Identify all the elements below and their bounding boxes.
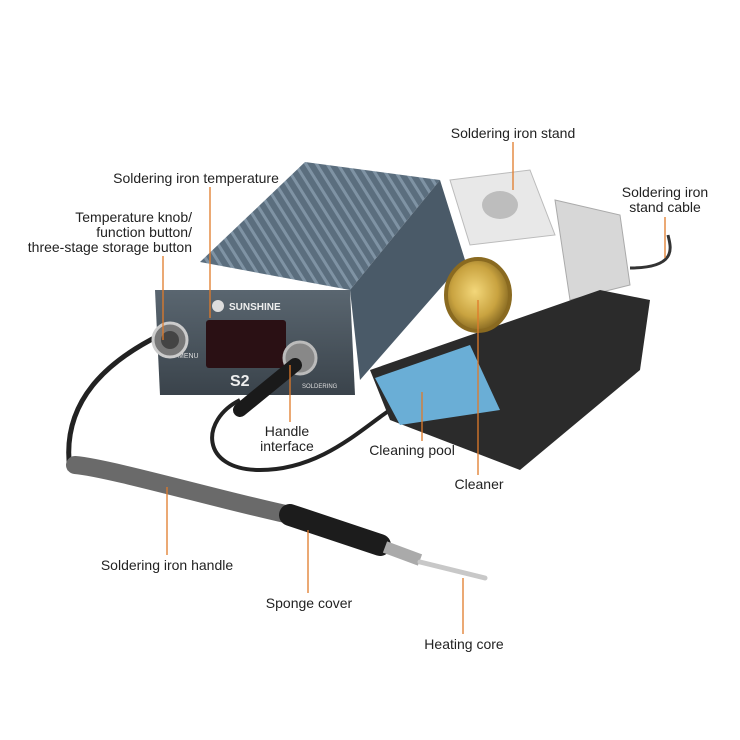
stand-base [370, 290, 650, 470]
station-side [350, 180, 465, 380]
stand-bracket [554, 199, 631, 301]
display-screen [206, 320, 286, 368]
model-label: S2 [230, 373, 250, 390]
port-label: SOLDERING [302, 384, 338, 390]
label-cleaner: Cleaner [454, 476, 504, 492]
knob-label: MENU [178, 353, 199, 360]
label-handle: Soldering iron handle [100, 557, 234, 573]
label-temperature: Soldering iron temperature [113, 170, 279, 186]
cleaning-cable [210, 398, 392, 473]
label-cleaning-pool: Cleaning pool [369, 442, 455, 458]
label-heating-core: Heating core [424, 636, 504, 652]
heating-tip [417, 559, 488, 581]
label-stand-cable-line2: stand cable [629, 199, 701, 215]
iron-collar [382, 541, 423, 566]
label-knob-line3: three-stage storage button [27, 239, 192, 255]
station-top-fins [200, 162, 440, 290]
label-knob-line2: function button/ [96, 224, 192, 240]
cleaning-sponge [375, 345, 500, 425]
label-handle-interface-line1: Handle [264, 423, 310, 439]
brand-logo: SUNSHINE [229, 302, 281, 313]
label-handle-interface-line2: interface [260, 438, 314, 454]
sponge-grip [279, 504, 391, 556]
label-stand: Soldering iron stand [450, 125, 576, 141]
stand-cable [629, 234, 672, 270]
label-stand-cable-line1: Soldering iron [621, 184, 709, 200]
leader-lines [162, 142, 666, 634]
label-sponge-cover: Sponge cover [265, 595, 353, 611]
label-knob-line1: Temperature knob/ [75, 209, 192, 225]
label-knob: Temperature knob/function button/three-s… [28, 210, 192, 255]
handle-cable [66, 332, 162, 471]
iron-handle [66, 456, 299, 524]
